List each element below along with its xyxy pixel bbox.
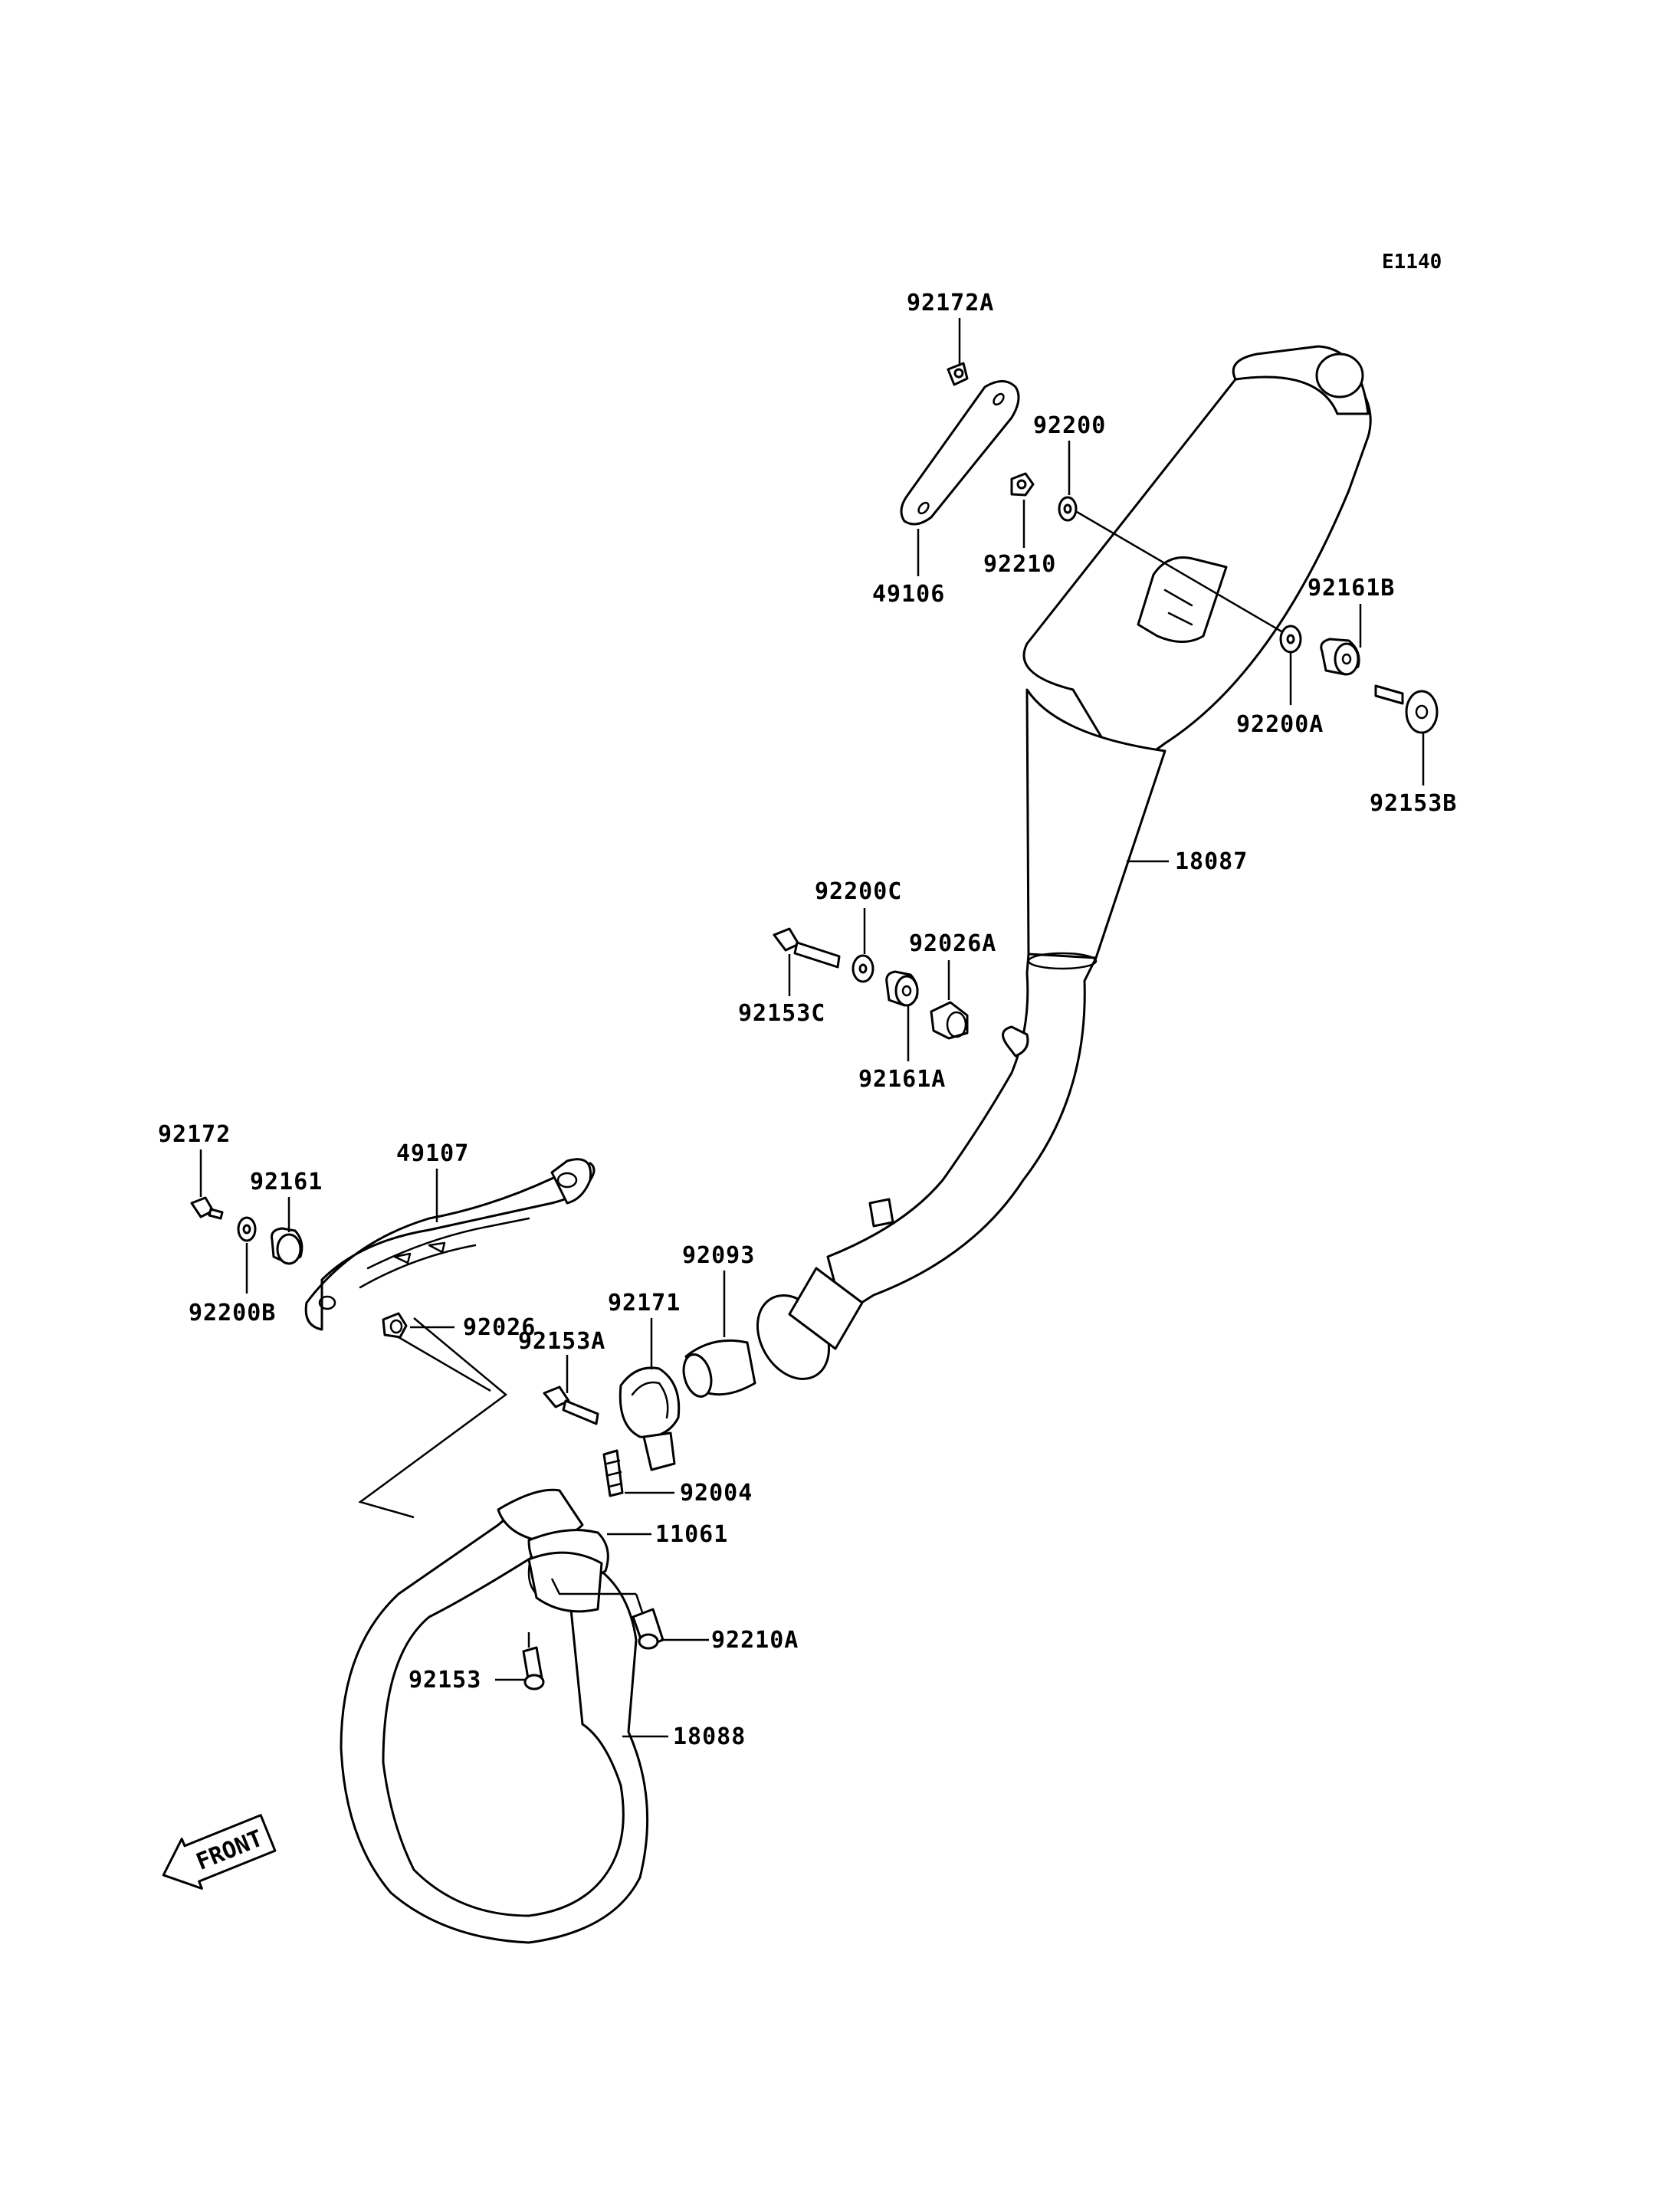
label-18087: 18087 xyxy=(1175,848,1248,875)
label-92161A: 92161A xyxy=(858,1066,946,1093)
part-92210-nut[interactable] xyxy=(1010,472,1035,497)
label-92153A: 92153A xyxy=(518,1328,605,1355)
label-92172A: 92172A xyxy=(907,290,994,316)
diagram-code: E1140 xyxy=(1382,251,1442,274)
front-direction-arrow: FRONT xyxy=(162,1814,277,1890)
part-92161A-collar[interactable] xyxy=(885,970,919,1007)
label-92161B: 92161B xyxy=(1308,575,1395,602)
label-92210A: 92210A xyxy=(711,1627,799,1654)
muffler[interactable] xyxy=(743,345,1372,1392)
part-49106-plate[interactable] xyxy=(900,380,1020,526)
part-92172-bolt[interactable] xyxy=(190,1196,224,1220)
part-92153-bolt[interactable] xyxy=(522,1646,545,1690)
label-92093: 92093 xyxy=(682,1242,755,1269)
part-92161B-collar[interactable] xyxy=(1320,638,1360,676)
label-92004: 92004 xyxy=(680,1480,753,1507)
label-92171: 92171 xyxy=(608,1290,681,1317)
part-92093-gasket[interactable] xyxy=(679,1339,756,1399)
part-92153C-bolt[interactable] xyxy=(773,927,841,969)
label-92172: 92172 xyxy=(158,1121,231,1148)
part-92171-clamp[interactable] xyxy=(619,1366,681,1471)
part-92200A-washer[interactable] xyxy=(1279,625,1302,654)
leader-lines xyxy=(199,318,1425,1738)
label-11061: 11061 xyxy=(655,1521,728,1548)
label-92153B: 92153B xyxy=(1370,790,1457,817)
header-leaders xyxy=(358,1317,645,1648)
part-92153B-bolt[interactable] xyxy=(1374,684,1439,734)
label-49107: 49107 xyxy=(396,1140,469,1167)
label-92026A: 92026A xyxy=(909,930,996,957)
part-labels: 92172A 49106 92200 92210 92161B 92200A 9… xyxy=(158,290,1457,1750)
part-92161-collar[interactable] xyxy=(271,1227,304,1265)
label-92200A: 92200A xyxy=(1236,711,1324,738)
label-92210: 92210 xyxy=(983,551,1056,578)
part-92200C-washer[interactable] xyxy=(851,954,874,983)
label-92153C: 92153C xyxy=(738,1000,825,1027)
part-92026A-collar[interactable] xyxy=(930,1001,969,1040)
part-92172A-bolt[interactable] xyxy=(947,362,969,386)
label-92161: 92161 xyxy=(250,1169,323,1195)
label-92153: 92153 xyxy=(409,1667,481,1694)
header-pipe[interactable] xyxy=(340,1488,649,1944)
label-92200: 92200 xyxy=(1033,412,1106,439)
label-92200C: 92200C xyxy=(815,878,902,905)
label-92200B: 92200B xyxy=(189,1300,276,1326)
part-92026-collar[interactable] xyxy=(382,1312,408,1339)
part-92200B-washer[interactable] xyxy=(237,1216,257,1242)
label-92026: 92026 xyxy=(463,1314,536,1341)
part-92200-washer[interactable] xyxy=(1058,496,1078,522)
part-92004-stud[interactable] xyxy=(602,1449,624,1497)
part-49107-heatguard[interactable] xyxy=(304,1158,596,1331)
label-18088: 18088 xyxy=(673,1723,746,1750)
part-92153A-bolt[interactable] xyxy=(543,1385,599,1425)
part-92210A-nut[interactable] xyxy=(632,1608,664,1650)
label-49106: 49106 xyxy=(872,581,945,608)
